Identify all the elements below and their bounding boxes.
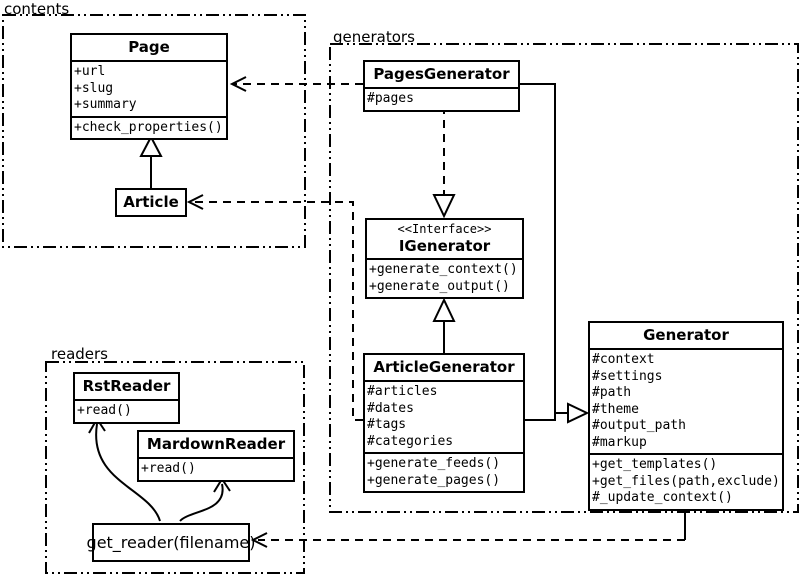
member-row: +get_templates(): [592, 457, 718, 472]
arrow-getreader-mardownreader: [179, 477, 231, 522]
hollow-triangle-icon: [432, 297, 456, 322]
member-row: #categories: [367, 433, 454, 449]
member-row: +check_properties(): [74, 119, 223, 135]
function-get-reader-label: get_reader(filename): [86, 533, 256, 552]
member-row: #pages: [367, 91, 414, 106]
member-row: +get_files(path,exclude): [592, 473, 780, 489]
class-igenerator-header: <<Interface>> IGenerator: [367, 220, 522, 260]
hollow-triangle-icon: [139, 134, 163, 157]
package-readers-border: [45, 361, 305, 574]
hollow-triangle-icon: [567, 402, 590, 424]
open-arrowhead-icon: [250, 532, 268, 548]
class-pages-generator-name: PagesGenerator: [365, 62, 518, 89]
member-row: #path: [592, 385, 632, 400]
function-get-reader: get_reader(filename): [87, 523, 255, 562]
class-article-generator-methods: +generate_feeds() +generate_pages(): [365, 454, 523, 491]
class-mardown-reader: MardownReader +read(): [137, 430, 295, 482]
class-igenerator-stereotype: <<Interface>>: [397, 222, 492, 236]
class-generator-name: Generator: [590, 323, 782, 350]
class-article-generator-name: ArticleGenerator: [365, 355, 523, 382]
member-row: #theme: [592, 401, 639, 417]
member-row: #settings: [592, 368, 663, 384]
class-generator-methods: +get_templates() +get_files(path,exclude…: [590, 455, 782, 509]
class-igenerator: <<Interface>> IGenerator +generate_conte…: [365, 218, 524, 299]
package-generators-border: [329, 43, 799, 513]
class-page-methods: +check_properties(): [72, 118, 226, 139]
class-article-generator-attributes: #articles #dates #tags #categories: [365, 382, 523, 454]
inheritance-articlegenerator-igenerator: [432, 297, 456, 353]
class-mardown-reader-methods: +read(): [139, 459, 293, 480]
class-page-attributes: +url +slug +summary: [72, 62, 226, 118]
member-row: +generate_context(): [369, 262, 518, 277]
class-igenerator-name: IGenerator: [398, 237, 491, 255]
dependency-pagesgenerator-page: [229, 76, 363, 92]
member-row: +generate_pages(): [367, 472, 501, 488]
member-row: +generate_feeds(): [367, 456, 501, 471]
hollow-triangle-icon: [432, 194, 456, 219]
class-article-name: Article: [123, 193, 179, 211]
member-row: #_update_context(): [592, 490, 733, 505]
class-igenerator-methods: +generate_context() +generate_output(): [367, 260, 522, 297]
class-pages-generator-attributes: #pages: [365, 89, 518, 110]
open-arrowhead-icon: [186, 194, 204, 210]
package-label-contents: contents: [4, 0, 70, 18]
open-arrowhead-icon: [229, 76, 247, 92]
class-mardown-reader-name: MardownReader: [139, 432, 293, 459]
class-article-generator: ArticleGenerator #articles #dates #tags …: [363, 353, 525, 493]
class-generator: Generator #context #settings #path #them…: [588, 321, 784, 511]
member-row: #markup: [592, 434, 647, 450]
inheritance-generators-generator: [520, 83, 590, 424]
realization-pagesgenerator-igenerator: [432, 106, 456, 219]
member-row: #articles: [367, 384, 438, 399]
inheritance-article-page: [139, 134, 163, 188]
package-label-readers: readers: [51, 345, 108, 363]
member-row: +url: [74, 64, 106, 79]
member-row: +slug: [74, 80, 114, 96]
class-article: Article: [115, 188, 187, 217]
class-generator-attributes: #context #settings #path #theme #output_…: [590, 350, 782, 455]
member-row: +summary: [74, 97, 137, 112]
member-row: +read(): [141, 461, 196, 476]
member-row: +read(): [77, 403, 132, 418]
package-label-generators: generators: [333, 28, 415, 46]
class-rst-reader: RstReader +read(): [73, 372, 180, 424]
member-row: #output_path: [592, 418, 686, 433]
class-pages-generator: PagesGenerator #pages: [363, 60, 520, 112]
dependency-articlegenerator-article: [186, 194, 363, 421]
member-row: +generate_output(): [369, 278, 510, 294]
member-row: #tags: [367, 417, 407, 432]
class-rst-reader-methods: +read(): [75, 401, 178, 422]
package-contents-border: [2, 14, 306, 248]
class-page: Page +url +slug +summary +check_properti…: [70, 33, 228, 140]
class-page-name: Page: [72, 35, 226, 62]
class-rst-reader-name: RstReader: [75, 374, 178, 401]
member-row: #context: [592, 352, 655, 367]
member-row: #dates: [367, 400, 414, 416]
